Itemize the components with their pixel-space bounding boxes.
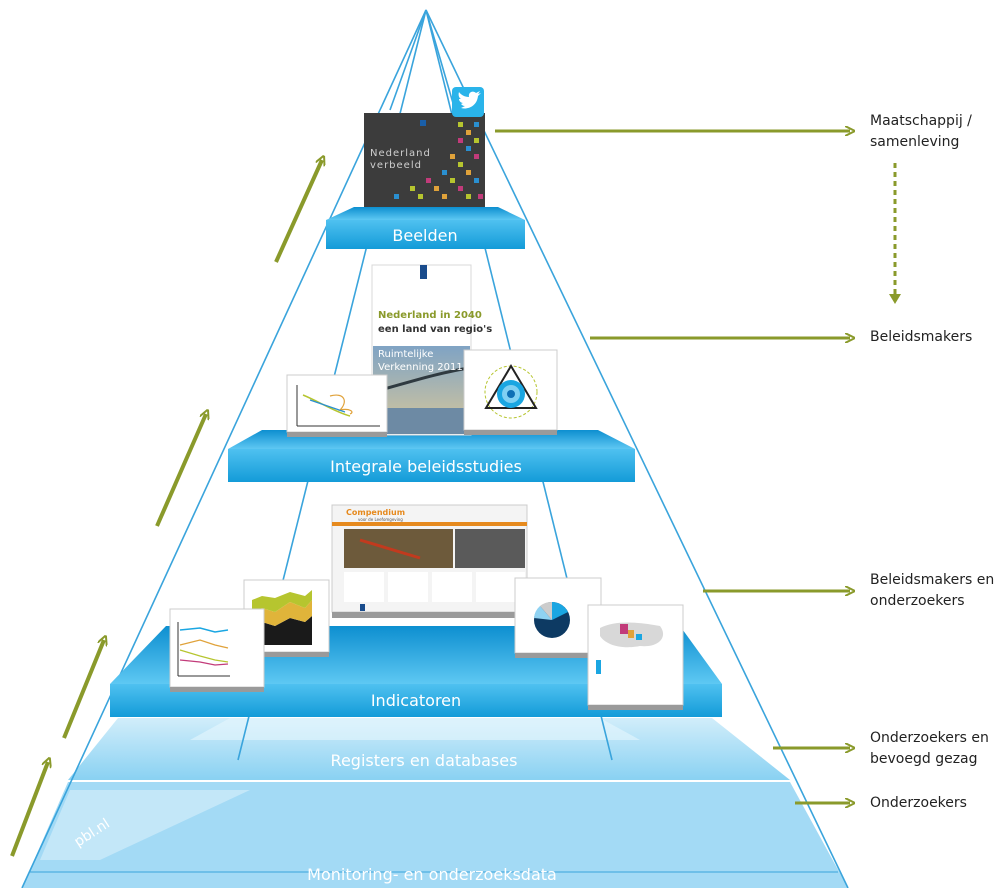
report-cover-line1: Nederland in 2040 xyxy=(378,310,482,321)
beelden-cover-subtitle: verbeeld xyxy=(370,160,422,171)
twitter-bird-icon xyxy=(452,87,484,117)
up-arrow-2 xyxy=(10,762,48,857)
level-label-registers: Registers en databases xyxy=(331,751,518,770)
report-cover-image xyxy=(371,264,472,436)
dotted-down-arrow xyxy=(889,163,901,304)
beelden-cover-title: Nederland xyxy=(370,148,431,159)
integrale-chart-screen-right xyxy=(463,349,558,435)
upward-arrows xyxy=(10,160,322,857)
compendium-title: Compendium xyxy=(346,508,405,517)
compendium-subtitle: voor de Leefomgeving xyxy=(358,517,403,522)
up-arrow-5 xyxy=(274,160,322,263)
audience-arrows xyxy=(495,131,850,803)
report-cover-line3: Ruimtelijke xyxy=(378,349,433,360)
indicator-pie-chart-screen xyxy=(514,577,602,658)
base-layers xyxy=(22,718,848,888)
report-cover-line2: een land van regio's xyxy=(378,324,492,335)
level-label-beelden: Beelden xyxy=(392,226,457,245)
report-cover-line4: Verkenning 2011 xyxy=(378,362,463,373)
audience-label-onderzoekers: Onderzoekers xyxy=(870,795,967,811)
indicator-line-chart-screen xyxy=(169,608,265,692)
up-arrow-4 xyxy=(155,414,206,527)
compendium-website-screen xyxy=(331,504,528,618)
indicator-map-screen xyxy=(587,604,684,710)
audience-label-maatschappij: Maatschappij / samenleving xyxy=(870,113,972,150)
integrale-chart-screen-left xyxy=(286,374,388,437)
audience-label-beleidsmakers: Beleidsmakers xyxy=(870,329,973,345)
level-label-indicatoren: Indicatoren xyxy=(371,691,461,710)
audience-label-onderzoekers-gezag: Onderzoekers en bevoegd gezag xyxy=(870,730,989,767)
level-beelden xyxy=(326,207,525,249)
level-label-monitoring: Monitoring- en onderzoeksdata xyxy=(307,865,557,884)
audience-label-beleidsmakers-onderzoekers: Beleidsmakers en onderzoekers xyxy=(870,572,995,609)
level-label-integrale: Integrale beleidsstudies xyxy=(330,457,522,476)
up-arrow-3 xyxy=(62,640,104,739)
beelden-cover-image xyxy=(364,113,485,207)
